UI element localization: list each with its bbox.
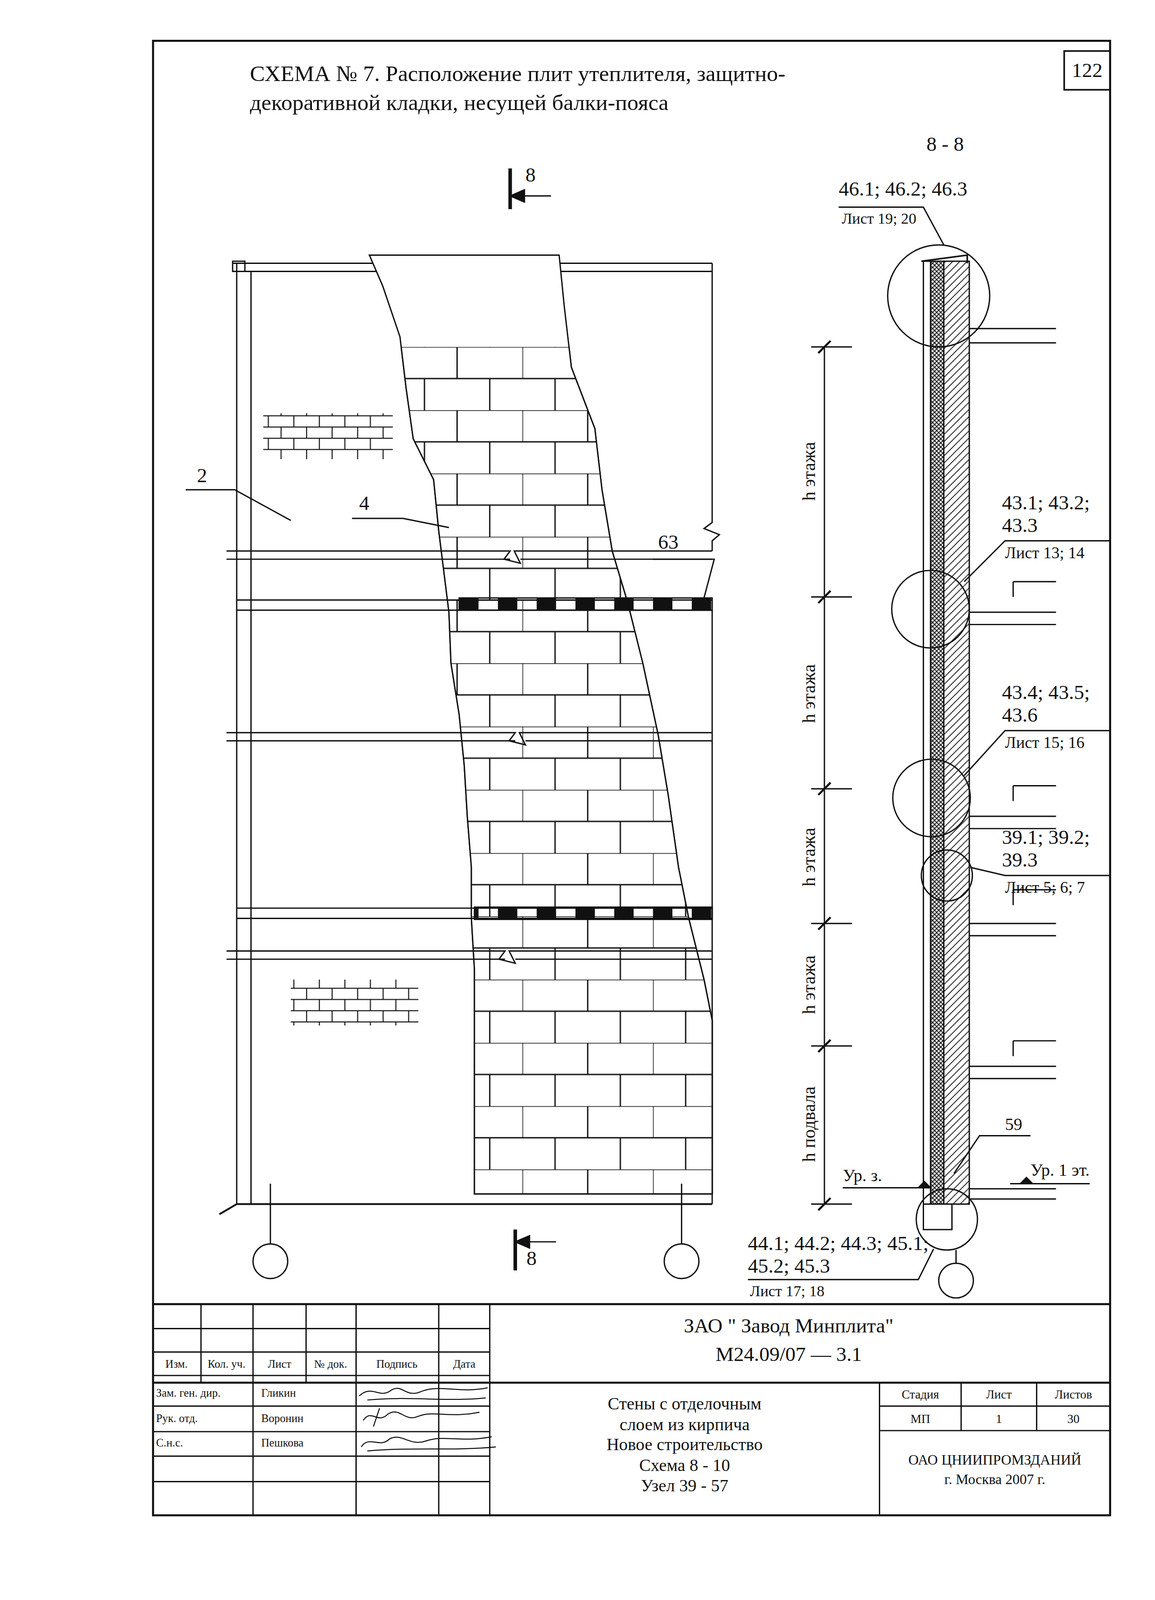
table-cell: Лист <box>268 1357 292 1371</box>
document-title: Новое строительство <box>606 1434 763 1455</box>
company-name: ЗАО " Завод Минплита" <box>683 1314 894 1338</box>
table-cell: 30 <box>1067 1412 1080 1427</box>
callout-number: 2 <box>196 464 208 488</box>
callout-number: 59 <box>1005 1114 1023 1135</box>
sheet-reference: Лист 19; 20 <box>841 210 917 228</box>
node-reference: 43.4; 43.5; 43.6 <box>1001 681 1117 727</box>
table-cell: Пешкова <box>261 1436 304 1450</box>
dimension-label: h этажа <box>798 664 820 724</box>
sheet-title: СХЕМА № 7. Расположение плит утеплителя,… <box>249 59 853 118</box>
page-number: 122 <box>1071 59 1103 82</box>
callout-number: 63 <box>658 530 679 555</box>
table-cell: № док. <box>314 1357 348 1371</box>
node-reference: 39.1; 39.2; 39.3 <box>1001 826 1117 872</box>
table-cell: С.н.с. <box>156 1436 183 1450</box>
table-cell: Воронин <box>261 1412 304 1425</box>
table-cell: Кол. уч. <box>207 1357 246 1371</box>
dimension-label: h подвала <box>798 1086 820 1163</box>
table-cell: Стадия <box>901 1387 939 1402</box>
node-reference: 43.1; 43.2; 43.3 <box>1001 491 1117 537</box>
section-mark: 8 <box>526 1246 537 1271</box>
node-reference: 46.1; 46.2; 46.3 <box>838 177 968 202</box>
node-reference: 44.1; 44.2; 44.3; 45.1; 45.2; 45.3 <box>747 1232 930 1278</box>
organization-name: ОАО ЦНИИПРОМЗДАНИЙ <box>908 1452 1082 1469</box>
table-cell: Гликин <box>261 1386 297 1400</box>
section-title: 8 - 8 <box>926 132 964 157</box>
sheet-reference: Лист 15; 16 <box>1005 733 1085 753</box>
page-number-box: 122 <box>1063 51 1110 91</box>
table-cell: Листов <box>1054 1387 1093 1402</box>
dimension-label: h этажа <box>798 955 820 1015</box>
document-title: Схема 8 - 10 <box>639 1455 731 1476</box>
table-cell: МП <box>910 1412 931 1427</box>
table-cell: Дата <box>453 1357 476 1371</box>
table-cell: Зам. ген. дир. <box>156 1386 221 1400</box>
callout-number: 4 <box>359 491 370 516</box>
level-mark: Ур. з. <box>842 1165 882 1186</box>
level-mark: Ур. 1 эт. <box>1030 1159 1090 1180</box>
section-mark: 8 <box>525 163 537 187</box>
sheet-reference: Лист 17; 18 <box>749 1282 825 1301</box>
table-cell: Лист <box>986 1387 1012 1402</box>
document-code: М24.09/07 — 3.1 <box>715 1342 862 1367</box>
table-cell: Подпись <box>376 1357 418 1371</box>
document-title: Узел 39 - 57 <box>641 1475 729 1496</box>
dimension-label: h этажа <box>798 827 820 887</box>
organization-name: г. Москва 2007 г. <box>944 1471 1046 1488</box>
table-cell: Изм. <box>165 1357 188 1371</box>
sheet-reference: Лист 5; 6; 7 <box>1005 878 1086 897</box>
table-cell: Рук. отд. <box>156 1412 198 1425</box>
table-cell: 1 <box>995 1412 1002 1427</box>
dimension-label: h этажа <box>798 441 820 501</box>
sheet-reference: Лист 13; 14 <box>1005 543 1085 563</box>
document-title: Стены с отделочным слоем из кирпича <box>594 1393 776 1435</box>
